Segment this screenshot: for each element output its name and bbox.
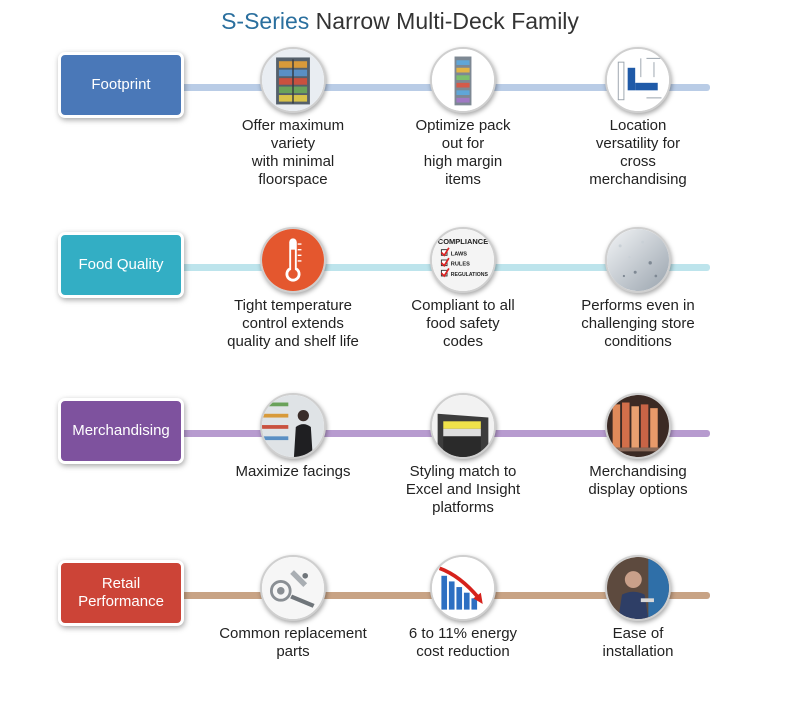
- case-styling-icon: [430, 393, 496, 459]
- category-food-quality: Food Quality: [58, 232, 184, 298]
- category-merchandising: Merchandising: [58, 398, 184, 464]
- item-replacement-parts: Common replacement parts: [205, 555, 381, 661]
- item-energy-reduction: 6 to 11% energy cost reduction: [375, 555, 551, 661]
- category-footprint: Footprint: [58, 52, 184, 118]
- condensation-glass-icon: [605, 227, 671, 293]
- item-caption: Ease of installation: [602, 625, 674, 660]
- item-caption: Performs even in challenging store condi…: [581, 297, 695, 350]
- replacement-parts-icon: [260, 555, 326, 621]
- item-caption: Merchandising display options: [588, 463, 688, 498]
- item-temperature: Tight temperature control extends qualit…: [205, 227, 381, 351]
- shopper-aisle-icon: [260, 393, 326, 459]
- item-pack-out: Optimize pack out for high margin items: [375, 47, 551, 189]
- item-caption: Maximize facings: [235, 463, 351, 480]
- title-series: S-Series: [221, 8, 310, 34]
- floor-plan-icon: [605, 47, 671, 113]
- row-merchandising: Merchandising Maximize facings: [0, 393, 800, 558]
- compliance-checklist-icon: COMPLIANCE LAWS RULES REGULATIONS: [430, 227, 496, 293]
- item-caption: 6 to 11% energy cost reduction: [408, 625, 518, 660]
- item-styling: Styling match to Excel and Insight platf…: [375, 393, 551, 517]
- item-caption: Optimize pack out for high margin items: [415, 117, 511, 188]
- checklist-line: LAWS: [451, 251, 467, 257]
- narrow-case-icon: [430, 47, 496, 113]
- checklist-line: REGULATIONS: [451, 272, 489, 278]
- item-installation: Ease of installation: [550, 555, 726, 661]
- category-retail-performance: Retail Performance: [58, 560, 184, 626]
- item-caption: Tight temperature control extends qualit…: [227, 297, 359, 350]
- page-title: S-Series Narrow Multi-Deck Family: [0, 8, 800, 35]
- item-compliance: COMPLIANCE LAWS RULES REGULATIONS Compli…: [375, 227, 551, 351]
- checklist-heading: COMPLIANCE: [438, 237, 488, 246]
- item-caption: Offer maximum variety with minimal floor…: [241, 117, 345, 188]
- item-display-options: Merchandising display options: [550, 393, 726, 499]
- product-display-icon: [605, 393, 671, 459]
- item-caption: Common replacement parts: [219, 625, 367, 660]
- item-location: Location versatility for cross merchandi…: [550, 47, 726, 189]
- title-main: Narrow Multi-Deck Family: [315, 8, 579, 34]
- checklist-line: RULES: [451, 262, 470, 268]
- installer-icon: [605, 555, 671, 621]
- item-caption: Styling match to Excel and Insight platf…: [405, 463, 521, 516]
- energy-reduction-chart-icon: [430, 555, 496, 621]
- row-food-quality: Food Quality Tight temperature control e…: [0, 227, 800, 392]
- item-facings: Maximize facings: [205, 393, 381, 481]
- shelving-case-icon: [260, 47, 326, 113]
- row-retail-performance: Retail Performance Common replacement pa…: [0, 555, 800, 720]
- thermometer-icon: [260, 227, 326, 293]
- item-store-conditions: Performs even in challenging store condi…: [550, 227, 726, 351]
- row-footprint: Footprint Offer maximum variety with min…: [0, 47, 800, 212]
- item-caption: Compliant to all food safety codes: [411, 297, 515, 350]
- item-caption: Location versatility for cross merchandi…: [589, 117, 687, 188]
- item-max-variety: Offer maximum variety with minimal floor…: [205, 47, 381, 189]
